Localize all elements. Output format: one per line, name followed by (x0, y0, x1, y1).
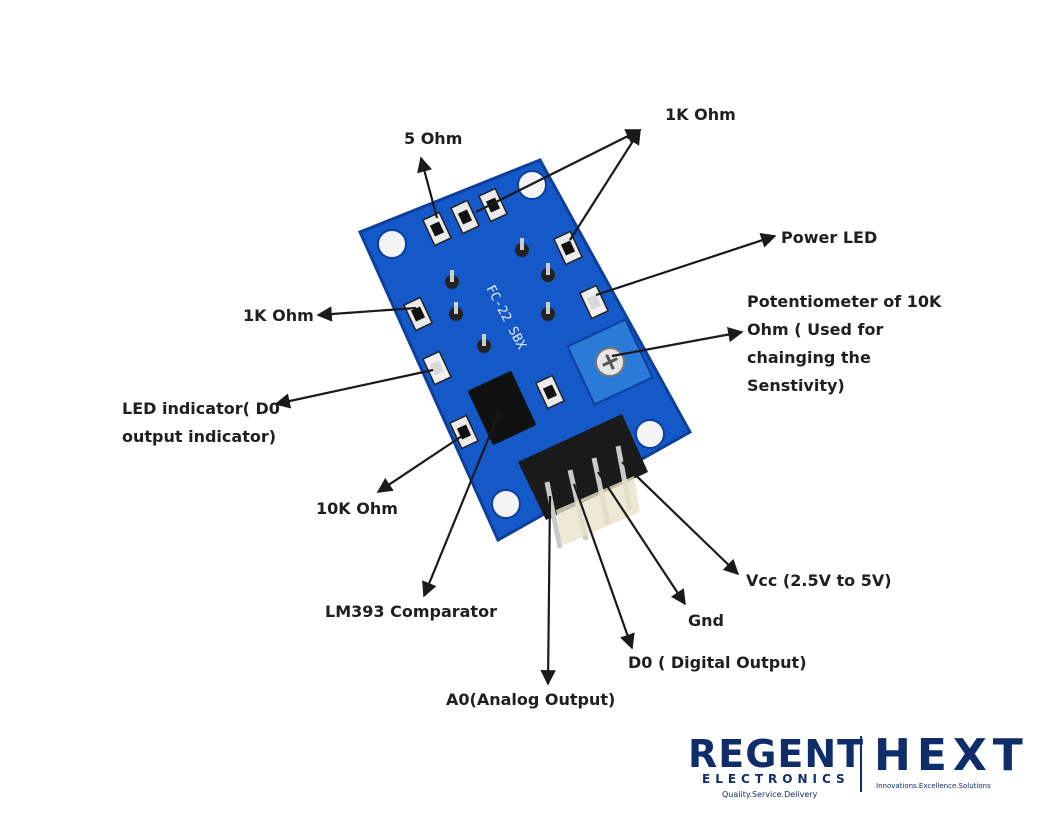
label-lm393-comparator: LM393 Comparator (325, 602, 497, 621)
arrow-d0 (572, 483, 635, 650)
smd-resistor (421, 211, 453, 247)
arrow-gnd (597, 471, 686, 606)
pin-header (518, 414, 648, 549)
label-1k-ohm-top: 1K Ohm (665, 105, 736, 124)
label-a0: A0(Analog Output) (446, 690, 616, 709)
smd-resistor (534, 374, 566, 410)
label-led-indicator: LED indicator( D0 output indicator) (122, 399, 280, 446)
mounting-hole (491, 489, 521, 519)
label-power-led: Power LED (781, 228, 878, 247)
mounting-hole (635, 419, 665, 449)
hext-logo-wordmark: HEXT (874, 730, 1029, 781)
regent-logo-subtitle: ELECTRONICS (702, 772, 850, 786)
arrow-10k-ohm (376, 435, 463, 493)
logo-divider (860, 736, 862, 792)
regent-logo-wordmark: REGENT (688, 732, 865, 776)
arrow-1k-ohm-left (316, 306, 417, 322)
arrows (274, 128, 777, 686)
brand-logos: REGENT ELECTRONICS Quality.Service.Deliv… (684, 734, 1024, 804)
label-10k-ohm: 10K Ohm (316, 499, 398, 518)
lm393-chip (468, 371, 536, 445)
power-led-part (578, 284, 610, 320)
label-d0: D0 ( Digital Output) (628, 653, 807, 672)
arrow-a0 (540, 495, 556, 686)
arrow-led-indicator (274, 368, 434, 409)
arrow-potentiometer (611, 326, 744, 358)
arrow-power-led (595, 233, 777, 297)
sensor-module-board: FC-22 SBX (357, 158, 693, 549)
arrow-vcc (621, 461, 740, 576)
label-5-ohm: 5 Ohm (404, 129, 463, 148)
arrow-1k-ohm-top-b (569, 128, 641, 241)
smd-resistor (402, 296, 434, 332)
arrow-lm393 (422, 409, 502, 598)
mounting-hole (377, 229, 407, 259)
label-potentiometer: Potentiometer of 10K Ohm ( Used for chai… (747, 292, 942, 395)
arrow-1k-ohm-top-a (475, 129, 642, 213)
smd-resistor (552, 230, 584, 266)
sensor-pins (445, 238, 555, 353)
label-vcc: Vcc (2.5V to 5V) (746, 571, 892, 590)
smd-resistor (449, 199, 481, 235)
arrow-5-ohm (417, 156, 439, 219)
regent-logo-tagline: Quality.Service.Delivery (722, 790, 818, 799)
label-gnd: Gnd (688, 611, 724, 630)
hext-logo-tagline: Innovations.Excellence.Solutions (876, 782, 991, 790)
label-1k-ohm-left: 1K Ohm (243, 306, 314, 325)
